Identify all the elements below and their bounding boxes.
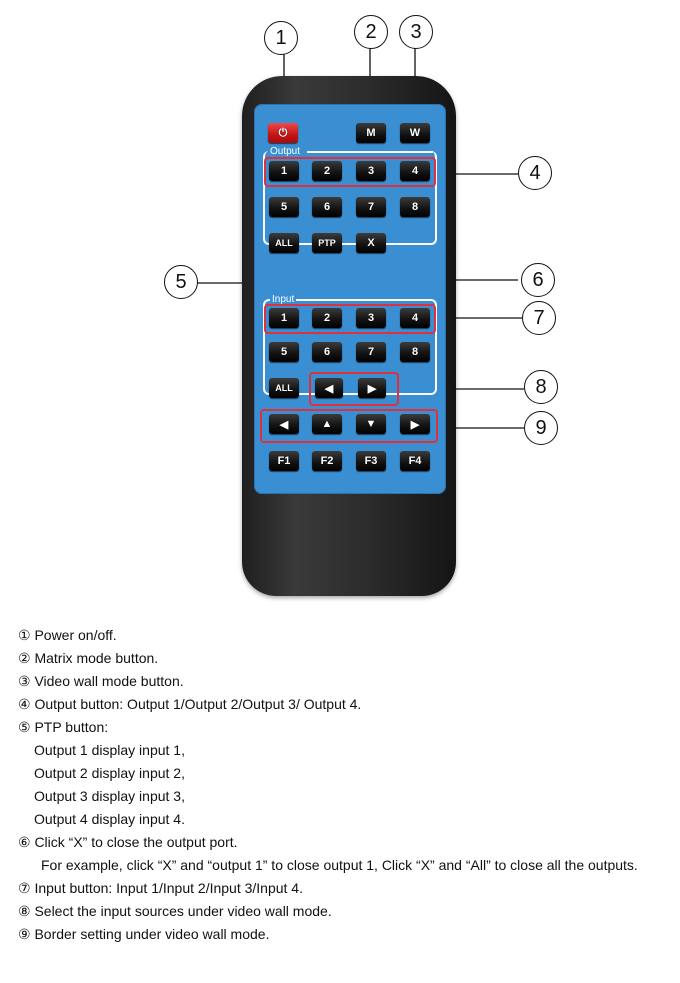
- output-1-button[interactable]: 1: [269, 161, 299, 181]
- callout-9: 9: [524, 411, 558, 445]
- note-matrix-mode: ② Matrix mode button.: [18, 650, 159, 666]
- output-6-button[interactable]: 6: [312, 197, 342, 217]
- output-2-button[interactable]: 2: [312, 161, 342, 181]
- callout-4: 4: [518, 156, 552, 190]
- arrow-up-icon: ▲: [321, 418, 333, 430]
- border-up-button[interactable]: ▲: [312, 414, 342, 434]
- border-left-button[interactable]: ◀: [269, 414, 299, 434]
- input-1-button[interactable]: 1: [269, 308, 299, 328]
- close-output-x-button[interactable]: X: [356, 233, 386, 253]
- input-2-button[interactable]: 2: [312, 308, 342, 328]
- note-video-wall-mode: ③ Video wall mode button.: [18, 673, 184, 689]
- ptp-button[interactable]: PTP: [312, 233, 342, 253]
- callout-7: 7: [522, 301, 556, 335]
- callout-6: 6: [521, 263, 555, 297]
- note-power: ① Power on/off.: [18, 627, 117, 643]
- source-select-highlight: [309, 372, 399, 406]
- note-output-button: ④ Output button: Output 1/Output 2/Outpu…: [18, 696, 362, 712]
- output-group-label: Output: [268, 146, 303, 157]
- f3-button[interactable]: F3: [356, 451, 386, 471]
- power-button[interactable]: ⏻: [268, 123, 298, 143]
- input-1-4-highlight: [264, 304, 436, 334]
- output-3-button[interactable]: 3: [356, 161, 386, 181]
- video-wall-mode-button[interactable]: W: [400, 123, 430, 143]
- callout-2: 2: [354, 15, 388, 49]
- note-ptp-output-2: Output 2 display input 2,: [34, 765, 185, 781]
- input-group-label: Input: [270, 294, 297, 305]
- border-arrows-highlight: [260, 409, 438, 443]
- output-4-button[interactable]: 4: [400, 161, 430, 181]
- input-4-button[interactable]: 4: [400, 308, 430, 328]
- note-close-output: ⑥ Click “X” to close the output port.: [18, 834, 238, 850]
- note-ptp-output-3: Output 3 display input 3,: [34, 788, 185, 804]
- input-3-button[interactable]: 3: [356, 308, 386, 328]
- arrow-down-icon: ▼: [365, 418, 377, 430]
- button-descriptions: ① Power on/off. ② Matrix mode button. ③ …: [18, 624, 668, 946]
- matrix-mode-button[interactable]: M: [356, 123, 386, 143]
- input-6-button[interactable]: 6: [312, 342, 342, 362]
- note-source-select: ⑧ Select the input sources under video w…: [18, 903, 332, 919]
- callout-3: 3: [399, 15, 433, 49]
- border-down-button[interactable]: ▼: [356, 414, 386, 434]
- output-5-button[interactable]: 5: [269, 197, 299, 217]
- output-group-top-edge: [307, 151, 433, 153]
- callout-8: 8: [524, 370, 558, 404]
- note-border-setting: ⑨ Border setting under video wall mode.: [18, 926, 270, 942]
- callout-5: 5: [164, 265, 198, 299]
- power-icon: ⏻: [278, 126, 288, 139]
- arrow-right-icon: ▶: [410, 418, 420, 431]
- note-ptp-output-1: Output 1 display input 1,: [34, 742, 185, 758]
- note-ptp-button: ⑤ PTP button:: [18, 719, 109, 735]
- callout-1: 1: [264, 21, 298, 55]
- note-input-button: ⑦ Input button: Input 1/Input 2/Input 3/…: [18, 880, 303, 896]
- f4-button[interactable]: F4: [400, 451, 430, 471]
- input-8-button[interactable]: 8: [400, 342, 430, 362]
- note-close-output-example: For example, click “X” and “output 1” to…: [41, 857, 638, 873]
- source-left-button[interactable]: ◀: [315, 378, 343, 398]
- arrow-left-icon: ◀: [324, 382, 334, 395]
- f1-button[interactable]: F1: [269, 451, 299, 471]
- input-all-button[interactable]: ALL: [269, 378, 299, 398]
- arrow-right-icon: ▶: [367, 382, 377, 395]
- output-1-4-highlight: [264, 157, 436, 187]
- input-group-frame: [263, 299, 437, 395]
- output-7-button[interactable]: 7: [356, 197, 386, 217]
- source-right-button[interactable]: ▶: [358, 378, 386, 398]
- output-8-button[interactable]: 8: [400, 197, 430, 217]
- note-ptp-output-4: Output 4 display input 4.: [34, 811, 185, 827]
- arrow-left-icon: ◀: [279, 418, 289, 431]
- f2-button[interactable]: F2: [312, 451, 342, 471]
- border-right-button[interactable]: ▶: [400, 414, 430, 434]
- remote-diagram: Output Input ⏻ M W 1 2 3 4 5 6 7 8 ALL P…: [164, 15, 558, 596]
- output-group-frame: [263, 151, 437, 245]
- input-5-button[interactable]: 5: [269, 342, 299, 362]
- input-7-button[interactable]: 7: [356, 342, 386, 362]
- output-all-button[interactable]: ALL: [269, 233, 299, 253]
